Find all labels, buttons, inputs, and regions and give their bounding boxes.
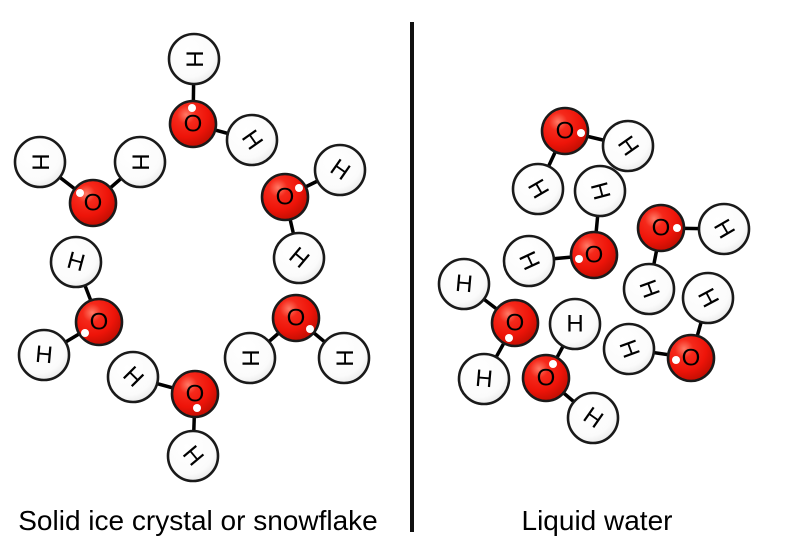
oxygen-label: O (287, 305, 306, 332)
hydrogen-label: H (127, 153, 154, 170)
hydrogen-atom (13, 135, 67, 189)
hydrogen-label: H (34, 341, 54, 369)
oxygen-label: O (585, 242, 604, 269)
hydrogen-atom (602, 322, 656, 376)
specular-highlight-dot (188, 104, 196, 112)
specular-highlight-dot (193, 404, 201, 412)
hydrogen-atom (313, 143, 367, 197)
hydrogen-label: H (585, 179, 616, 203)
hydrogen-atom (437, 257, 491, 311)
hydrogen-atom (548, 297, 602, 351)
oxygen-label: O (652, 215, 671, 242)
hydrogen-label: H (474, 365, 494, 393)
oxygen-atom (170, 369, 220, 419)
oxygen-atom (569, 230, 619, 280)
hydrogen-atom (49, 235, 103, 289)
specular-highlight-dot (672, 356, 680, 364)
hydrogen-atom (317, 331, 371, 385)
hydrogen-label: H (64, 247, 88, 278)
hydrogen-atom (106, 350, 160, 404)
oxygen-atom (521, 353, 571, 403)
specular-highlight-dot (505, 334, 513, 342)
hydrogen-atom (511, 162, 565, 216)
hydrogen-atom (697, 202, 751, 256)
water-molecule: H H O (17, 235, 124, 382)
specular-highlight-dot (549, 360, 557, 368)
water-molecule: H H O (437, 257, 540, 406)
specular-highlight-dot (295, 184, 303, 192)
hydrogen-label: H (454, 270, 474, 298)
hydrogen-label: H (331, 349, 358, 366)
oxygen-label: O (184, 111, 203, 138)
label-liquid-water: Liquid water (521, 505, 673, 536)
oxygen-atom (168, 99, 218, 149)
hydrogen-atom (622, 262, 676, 316)
water-molecule: HHO (511, 106, 655, 216)
hydrogen-label: H (237, 349, 264, 366)
oxygen-label: O (556, 118, 575, 145)
hydrogen-label: H (181, 50, 208, 67)
hydrogen-label: H (566, 311, 583, 338)
oxygen-atom (636, 203, 686, 253)
specular-highlight-dot (673, 224, 681, 232)
hydrogen-atom (601, 119, 655, 173)
specular-highlight-dot (575, 255, 583, 263)
oxygen-label: O (186, 381, 205, 408)
hydrogen-atom (502, 234, 556, 288)
hydrogen-atom (166, 429, 220, 483)
hydrogen-atom (272, 231, 326, 285)
water-molecule: HHO (260, 143, 367, 285)
water-molecule: H H O (223, 293, 371, 385)
label-solid-ice: Solid ice crystal or snowflake (18, 505, 378, 536)
oxygen-label: O (537, 365, 556, 392)
oxygen-atom (490, 298, 540, 348)
hydrogen-atom (573, 164, 627, 218)
oxygen-atom (666, 333, 716, 383)
oxygen-atom (540, 106, 590, 156)
hydrogen-atom (167, 32, 221, 86)
water-molecule: HHO (106, 350, 220, 483)
hydrogen-atom (17, 328, 71, 382)
hydrogen-label: H (27, 153, 54, 170)
oxygen-label: O (276, 184, 295, 211)
specular-highlight-dot (306, 325, 314, 333)
hydrogen-atom (225, 113, 279, 167)
water-molecule: H H O (13, 135, 167, 228)
water-molecule: HHO (521, 297, 620, 445)
oxygen-label: O (90, 309, 109, 336)
hydrogen-atom (566, 391, 620, 445)
specular-highlight-dot (76, 189, 84, 197)
hydrogen-atom (681, 271, 735, 325)
oxygen-label: O (682, 345, 701, 372)
water-molecule: HHO (622, 202, 751, 316)
oxygen-label: O (506, 310, 525, 337)
hydrogen-atom (457, 352, 511, 406)
specular-highlight-dot (577, 129, 585, 137)
hydrogen-atom (113, 135, 167, 189)
water-molecule: HHO (167, 32, 279, 167)
hydrogen-atom (223, 331, 277, 385)
oxygen-label: O (84, 190, 103, 217)
specular-highlight-dot (81, 329, 89, 337)
